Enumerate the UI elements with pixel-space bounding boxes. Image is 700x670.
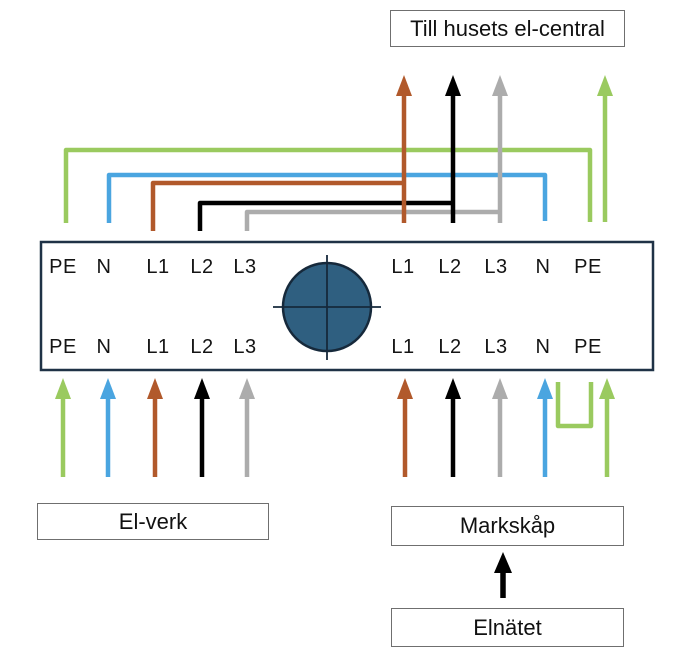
terminal-top-right-pe: PE — [574, 256, 602, 278]
terminal-top-right-l3: L3 — [484, 256, 508, 278]
wire-n-left-to-right — [106, 172, 548, 223]
terminal-bottom-right-n: N — [535, 336, 551, 358]
elnatet-label: Elnätet — [473, 614, 542, 640]
rotary-switch — [273, 255, 381, 360]
riser-pe-arrowhead-icon — [597, 75, 613, 96]
riser-l3-arrowhead-icon — [492, 75, 508, 96]
risers-to-house — [396, 75, 613, 223]
elnatet-label-box: Elnätet — [391, 608, 624, 647]
terminal-bottom-right-l2: L2 — [438, 336, 462, 358]
terminal-top-left-l2: L2 — [190, 256, 214, 278]
terminal-top-left-n: N — [96, 256, 112, 278]
riser-l2-arrowhead-icon — [445, 75, 461, 96]
markskap-l3-arrowhead-icon — [492, 378, 508, 399]
house-central-label-box: Till husets el-central — [390, 10, 625, 47]
markskap-pe-arrowhead-icon — [599, 378, 615, 399]
terminal-bottom-left-n: N — [96, 336, 112, 358]
terminal-top-left-l3: L3 — [233, 256, 257, 278]
markskap-n-arrowhead-icon — [537, 378, 553, 399]
elverk-l2-arrowhead-icon — [194, 378, 210, 399]
markskap-l2-arrowhead-icon — [445, 378, 461, 399]
terminal-top-right-l2: L2 — [438, 256, 462, 278]
markskap-l1-arrowhead-icon — [397, 378, 413, 399]
terminal-bottom-left-l1: L1 — [146, 336, 170, 358]
elverk-label-box: El-verk — [37, 503, 269, 540]
crossover-wires — [63, 147, 593, 231]
terminal-bottom-right-l3: L3 — [484, 336, 508, 358]
house-central-label: Till husets el-central — [410, 15, 605, 41]
wire-l3-left-to-riser — [244, 209, 500, 231]
elnatet-arrowhead-icon — [494, 552, 512, 573]
terminal-bottom-left-l3: L3 — [233, 336, 257, 358]
wire-pe-left-to-right — [63, 147, 593, 223]
terminal-top-left-pe: PE — [49, 256, 77, 278]
markskap-label-box: Markskåp — [391, 506, 624, 546]
elverk-l3-arrowhead-icon — [239, 378, 255, 399]
terminal-bottom-left-l2: L2 — [190, 336, 214, 358]
elverk-pe-arrowhead-icon — [55, 378, 71, 399]
terminal-bottom-right-l1: L1 — [391, 336, 415, 358]
elnatet-feed-arrow — [494, 552, 512, 598]
riser-l1-arrowhead-icon — [396, 75, 412, 96]
terminal-top-left-l1: L1 — [146, 256, 170, 278]
terminal-top-right-n: N — [535, 256, 551, 278]
terminal-bottom-left-pe: PE — [49, 336, 77, 358]
elverk-label: El-verk — [118, 508, 188, 534]
pe-n-bridge-wire — [555, 382, 594, 429]
wire-l1-left-to-riser — [150, 180, 404, 231]
markskap-label: Markskåp — [459, 513, 556, 538]
terminal-bottom-right-pe: PE — [574, 336, 602, 358]
elverk-n-arrowhead-icon — [100, 378, 116, 399]
markskap-feed-arrows — [397, 378, 615, 477]
elverk-l1-arrowhead-icon — [147, 378, 163, 399]
elverk-feed-arrows — [55, 378, 255, 477]
wire-l2-left-to-riser — [197, 200, 453, 231]
terminal-top-right-l1: L1 — [391, 256, 415, 278]
